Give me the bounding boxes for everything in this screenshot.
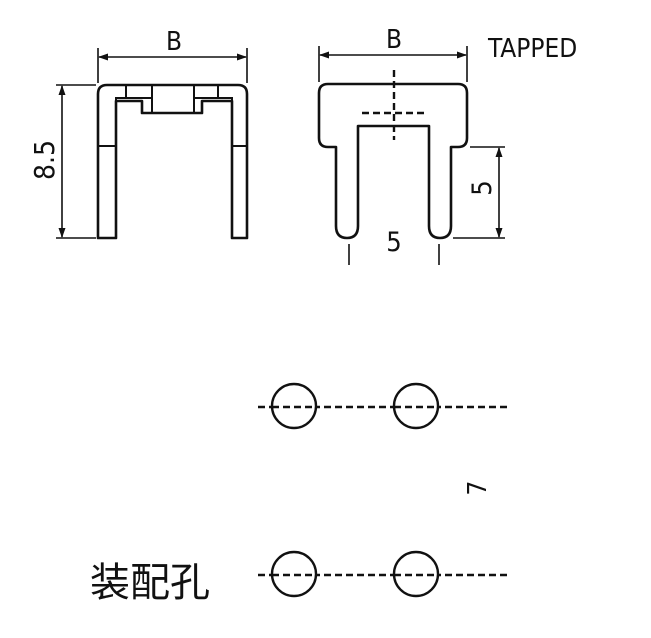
front-view: B 8.5 [28,27,249,240]
side-view: B TAPPED 5 5 [317,25,577,265]
leg-spacing-label: 5 [386,227,401,258]
leg-length-label: 5 [467,180,498,195]
front-view-top-detail [115,85,233,113]
hole-pitch-label: 7 [463,481,493,496]
side-width-label: B [386,25,402,55]
side-view-outline [317,82,469,240]
front-width-label: B [166,27,182,57]
mounting-holes-label: 装配孔 [90,560,210,606]
tapped-label: TAPPED [487,34,577,64]
height-label: 8.5 [28,140,61,180]
mounting-hole-layout: 7 装配孔 [90,382,508,606]
front-view-outline [96,83,249,240]
